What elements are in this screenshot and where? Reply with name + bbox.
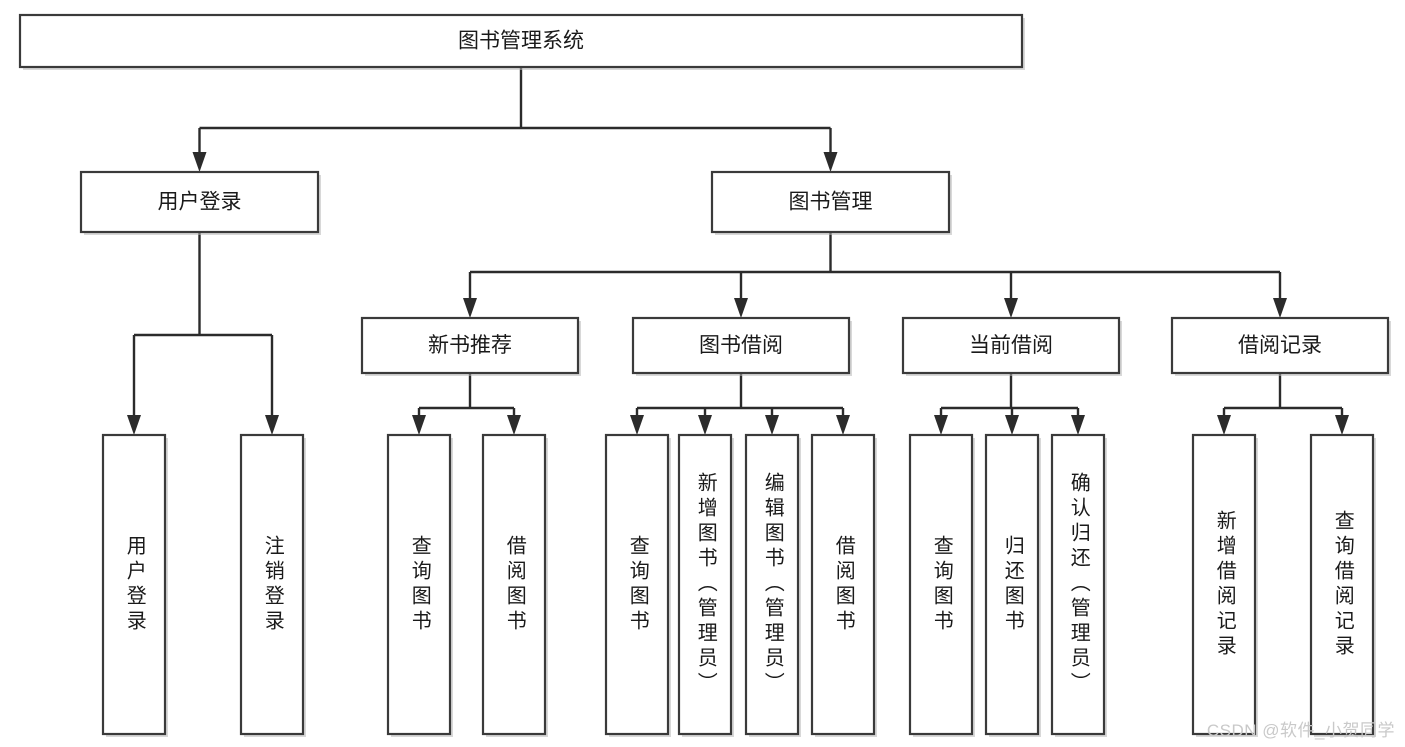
node-user-login-label: 用户登录 (158, 191, 242, 214)
borrow-record-arrow-1 (1335, 415, 1349, 435)
node-current-borrow-label: 当前借阅 (969, 334, 1053, 357)
node-book-manage-label: 图书管理 (789, 191, 873, 214)
node-leaf-borrow-book-1[interactable] (481, 433, 547, 736)
node-leaf-query-book-2[interactable] (604, 433, 670, 736)
boxes-layer (18, 13, 1391, 737)
user-login-arrow-1 (265, 415, 279, 435)
node-book-borrow-label: 图书借阅 (699, 334, 783, 357)
book-manage-arrow-3 (1273, 298, 1287, 318)
node-leaf-add-record[interactable] (1191, 433, 1257, 736)
book-manage-arrow-1 (734, 298, 748, 318)
book-manage-arrow-2 (1004, 298, 1018, 318)
connectors-layer (127, 67, 1349, 435)
root-arrow-1 (823, 152, 838, 172)
node-book-borrow[interactable] (631, 316, 851, 375)
current-borrow-arrow-1 (1005, 415, 1019, 435)
node-new-book-recommend[interactable] (360, 316, 580, 375)
node-current-borrow[interactable] (901, 316, 1121, 375)
node-leaf-confirm-return[interactable] (1050, 433, 1106, 736)
node-user-login[interactable] (79, 170, 320, 234)
node-root[interactable] (18, 13, 1024, 69)
current-borrow-arrow-2 (1071, 415, 1085, 435)
node-leaf-query-book-3[interactable] (908, 433, 974, 736)
book-borrow-arrow-2 (765, 415, 779, 435)
book-borrow-arrow-1 (698, 415, 712, 435)
book-borrow-arrow-3 (836, 415, 850, 435)
user-login-arrow-0 (127, 415, 141, 435)
node-borrow-record[interactable] (1170, 316, 1390, 375)
book-manage-arrow-0 (463, 298, 477, 318)
root-arrow-0 (192, 152, 207, 172)
new-book-recommend-arrow-1 (507, 415, 521, 435)
node-borrow-record-label: 借阅记录 (1238, 334, 1322, 357)
current-borrow-arrow-0 (934, 415, 948, 435)
csdn-watermark: CSDN @软件_小贺同学 (1206, 721, 1395, 740)
node-leaf-edit-book[interactable] (744, 433, 800, 736)
book-borrow-arrow-0 (630, 415, 644, 435)
node-root-label: 图书管理系统 (458, 30, 584, 53)
node-leaf-return-book[interactable] (984, 433, 1040, 736)
node-leaf-user-login[interactable] (101, 433, 167, 736)
new-book-recommend-arrow-0 (412, 415, 426, 435)
node-leaf-add-book[interactable] (677, 433, 733, 736)
node-leaf-query-book-1[interactable] (386, 433, 452, 736)
node-leaf-query-record[interactable] (1309, 433, 1375, 736)
node-new-book-recommend-label: 新书推荐 (428, 334, 512, 357)
borrow-record-arrow-0 (1217, 415, 1231, 435)
node-book-manage[interactable] (710, 170, 951, 234)
node-leaf-user-logout[interactable] (239, 433, 305, 736)
node-leaf-borrow-book-2[interactable] (810, 433, 876, 736)
